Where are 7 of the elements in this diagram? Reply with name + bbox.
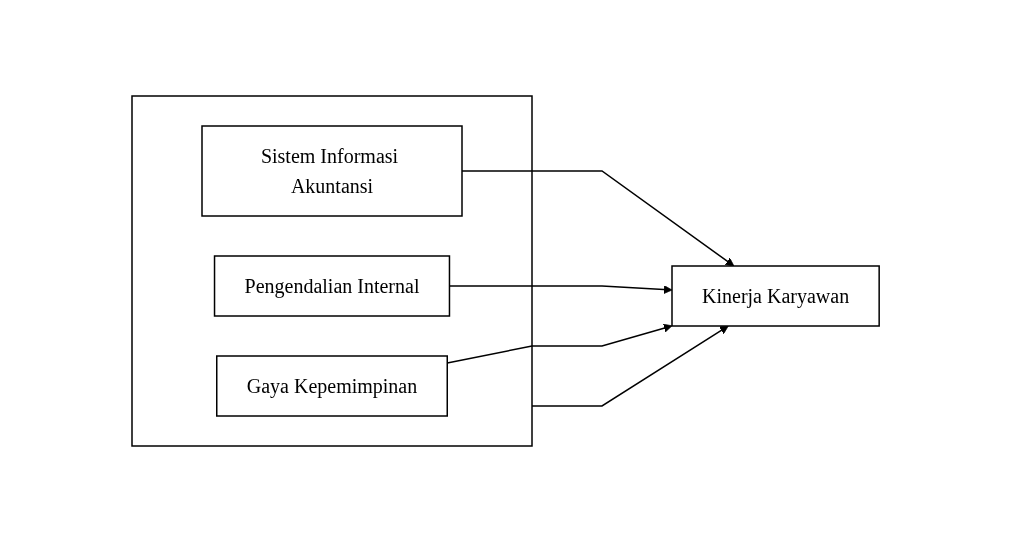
cluster [131,94,534,447]
node-box: Gaya Kepemimpinan [216,354,449,417]
node-box: Sistem Informasi Akuntansi [201,124,464,217]
node-box: Kinerja Karyawan [671,264,881,327]
arrow [531,325,730,407]
node-box: Pengendalian Internal [214,254,451,317]
arrow [449,284,673,294]
